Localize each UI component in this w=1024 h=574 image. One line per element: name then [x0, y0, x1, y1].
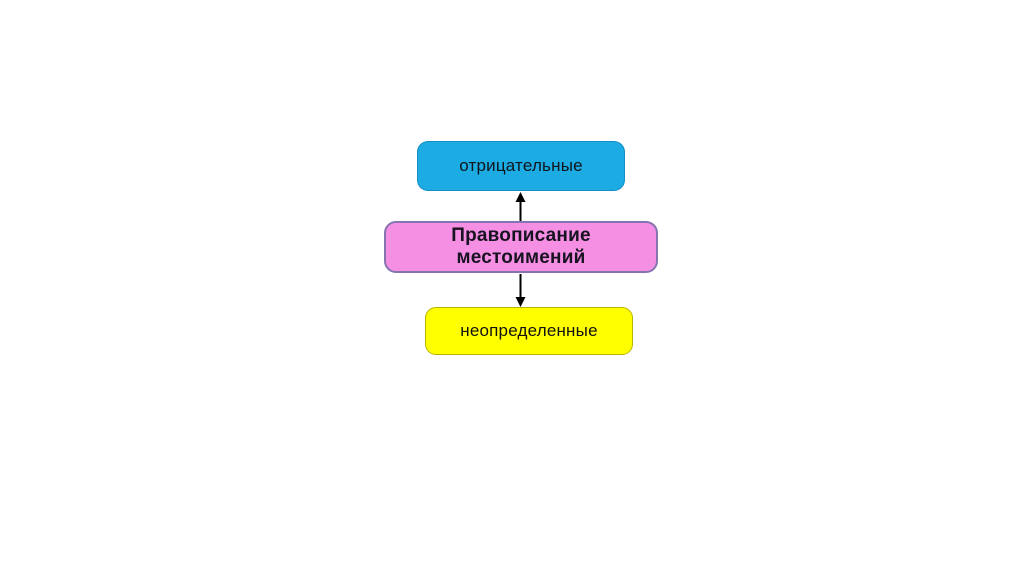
arrow-down-head-icon — [515, 297, 526, 307]
node-label: неопределенные — [460, 321, 598, 340]
node-label: Правописание местоимений — [451, 225, 591, 268]
arrow-up-connector — [515, 192, 526, 221]
diagram-node-negative-pronouns: отрицательные — [417, 141, 625, 191]
arrow-down-connector — [515, 274, 526, 307]
diagram-node-indefinite-pronouns: неопределенные — [425, 307, 633, 355]
diagram-node-pronoun-spelling-title: Правописание местоимений — [384, 221, 658, 273]
arrow-up-head-icon — [515, 192, 526, 202]
node-label: отрицательные — [459, 156, 583, 175]
